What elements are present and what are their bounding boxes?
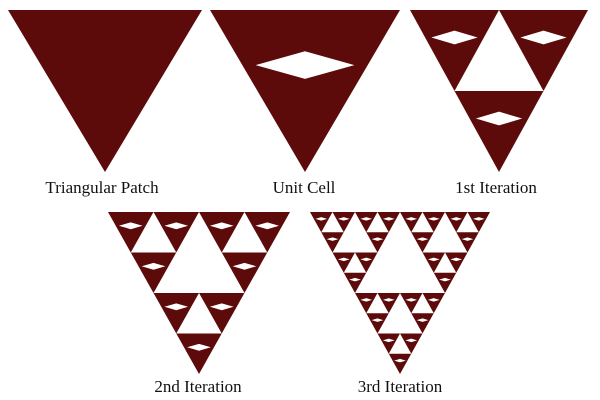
caption-1st-iteration: 1st Iteration — [455, 178, 537, 197]
patch-shape — [310, 212, 490, 374]
caption-unit-cell: Unit Cell — [273, 178, 336, 197]
panel-1st-iteration: 1st Iteration — [410, 10, 588, 197]
panel-3rd-iteration: 3rd Iteration — [310, 212, 490, 396]
caption-3rd-iteration: 3rd Iteration — [358, 377, 443, 396]
triangle-patch — [8, 10, 202, 172]
patch-shape — [410, 10, 588, 172]
patch-shape — [108, 212, 290, 374]
caption-2nd-iteration: 2nd Iteration — [154, 377, 242, 396]
patch-shape — [210, 10, 400, 172]
panel-triangular-patch: Triangular Patch — [8, 10, 202, 197]
triangle-patch — [210, 10, 400, 172]
panel-unit-cell: Unit Cell — [210, 10, 400, 197]
panel-2nd-iteration: 2nd Iteration — [108, 212, 290, 396]
caption-triangular-patch: Triangular Patch — [45, 178, 159, 197]
patch-shape — [8, 10, 202, 172]
